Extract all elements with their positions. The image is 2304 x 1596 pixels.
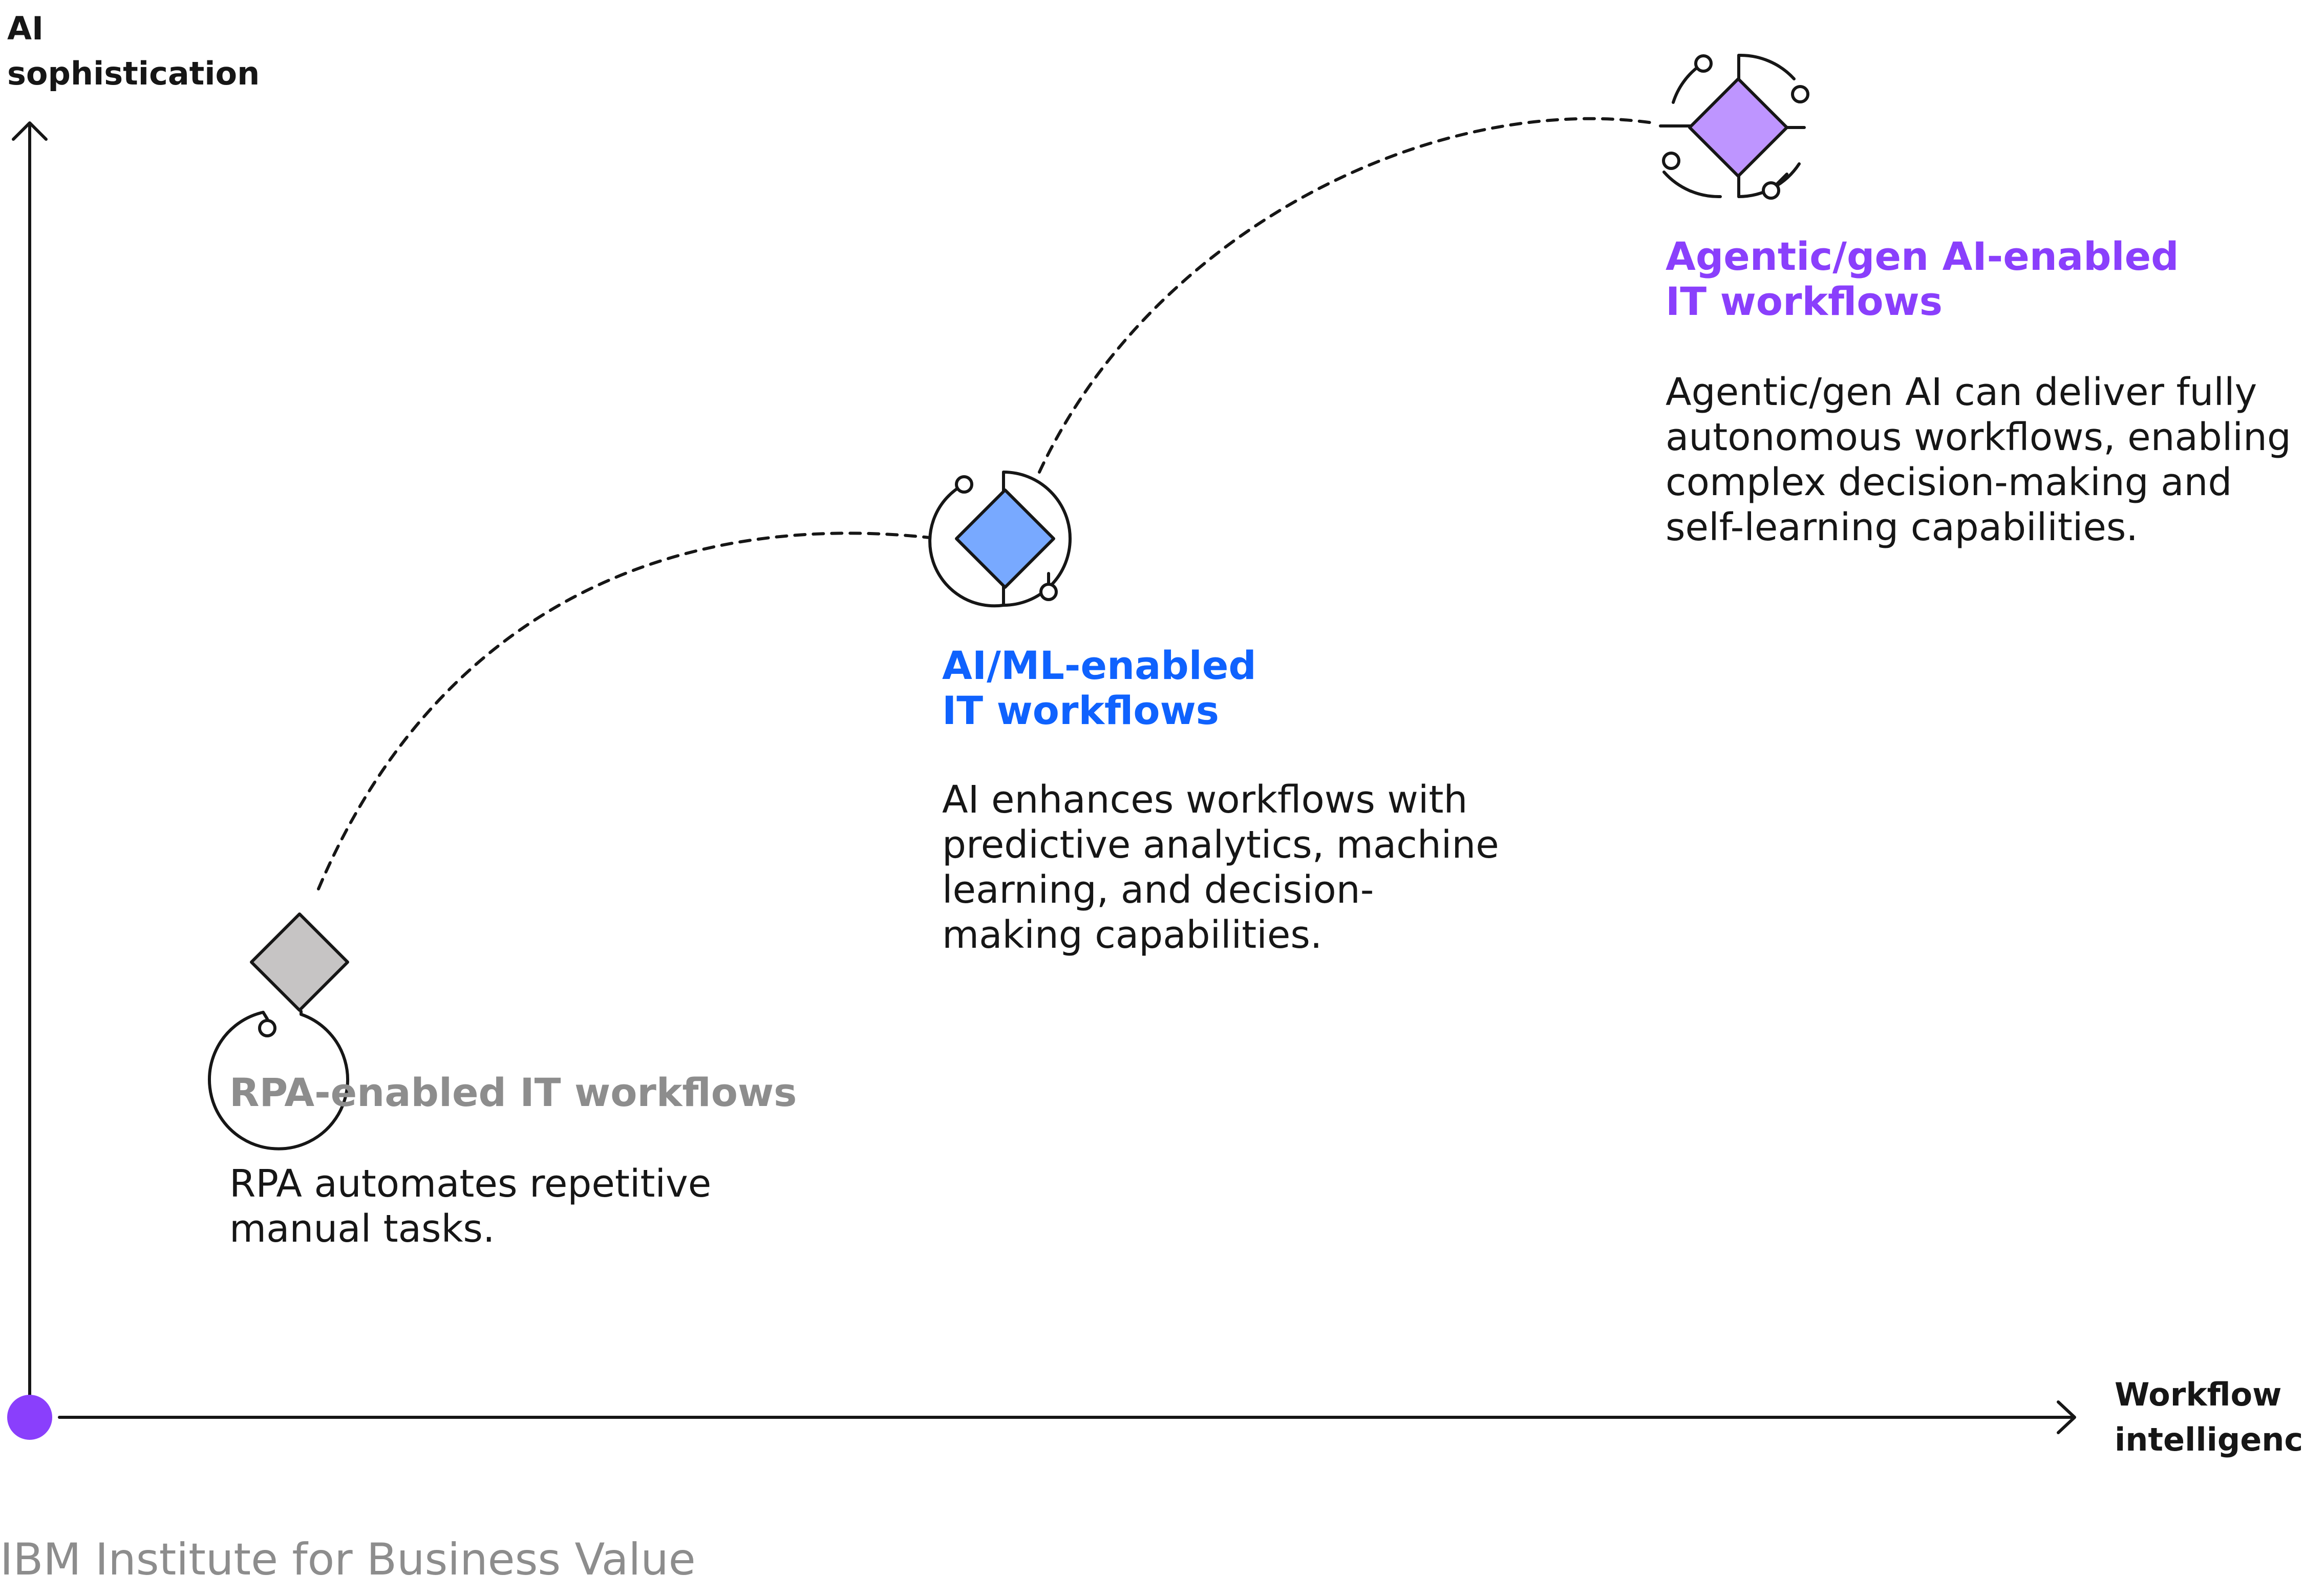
- aiml-diamond-ring-icon: [928, 471, 1072, 608]
- agentic-heading: Agentic/gen AI-enabled IT workflows: [1666, 233, 2179, 324]
- aiml-description: AI enhances workflows with predictive an…: [942, 778, 1499, 957]
- agentic-description: Agentic/gen AI can deliver fully autonom…: [1666, 370, 2291, 549]
- connector-rpa-to-aiml: [317, 531, 931, 890]
- agentic-diamond-ring-icon: [1659, 53, 1809, 200]
- y-axis-arrowhead: [12, 121, 48, 141]
- connector-aiml-to-agentic: [1038, 117, 1654, 474]
- x-axis-arrowhead: [2057, 1400, 2076, 1434]
- x-axis-label: Workflow intelligence: [2115, 1376, 2304, 1458]
- origin-dot: [7, 1395, 52, 1440]
- rpa-description: RPA automates repetitive manual tasks.: [229, 1162, 712, 1251]
- y-axis-label: AI sophistication: [7, 10, 260, 92]
- rpa-heading: RPA-enabled IT workflows: [229, 1070, 797, 1115]
- rpa-diamond-ring-icon: [208, 912, 349, 1151]
- footer-source: IBM Institute for Business Value: [0, 1534, 696, 1585]
- aiml-heading: AI/ML-enabled IT workflows: [942, 643, 1256, 733]
